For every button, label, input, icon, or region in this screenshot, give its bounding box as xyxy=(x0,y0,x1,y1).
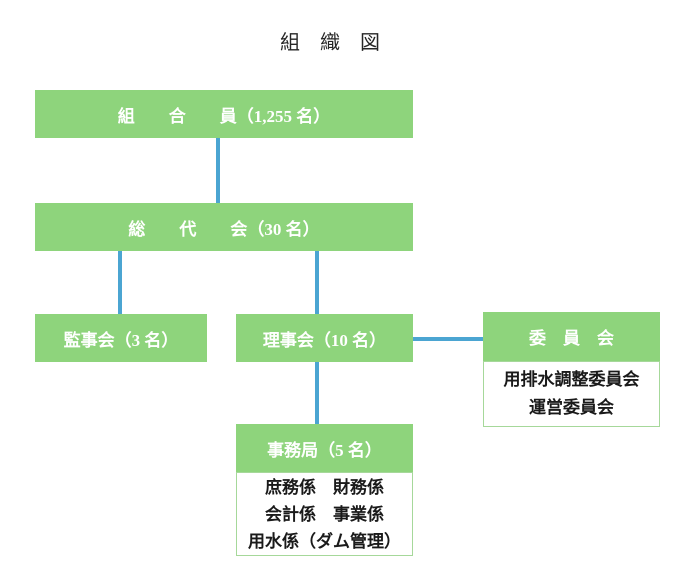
connector-directors-to-secretariat xyxy=(315,362,319,424)
secretariat-item: 庶務係 財務係 xyxy=(265,477,384,497)
node-board-of-directors-label: 理事会（10 名） xyxy=(262,330,387,350)
secretariat-item: 会計係 事業係 xyxy=(265,504,384,524)
node-auditors: 監事会（3 名） xyxy=(35,314,207,362)
committee-item: 運営委員会 xyxy=(529,398,614,417)
node-representatives-assembly: 総 代 会（30 名） xyxy=(35,203,413,251)
node-board-of-directors: 理事会（10 名） xyxy=(236,314,413,362)
page-title: 組 織 図 xyxy=(280,32,380,54)
node-auditors-label: 監事会（3 名） xyxy=(63,330,179,350)
committee-detail-box: 用排水調整委員会 運営委員会 xyxy=(483,361,660,427)
secretariat-item: 用水係（ダム管理） xyxy=(248,531,401,551)
node-secretariat-label: 事務局（5 名） xyxy=(267,440,382,460)
connector-representatives-to-auditors xyxy=(118,251,122,314)
secretariat-detail-box: 庶務係 財務係 会計係 事業係 用水係（ダム管理） xyxy=(236,472,413,556)
committee-item: 用排水調整委員会 xyxy=(503,370,640,389)
node-union-members-label: 組 合 員（1,255 名） xyxy=(117,106,331,126)
node-representatives-assembly-label: 総 代 会（30 名） xyxy=(128,219,320,239)
node-committee-label: 委 員 会 xyxy=(529,329,614,348)
node-secretariat: 事務局（5 名） xyxy=(236,424,413,472)
node-committee: 委 員 会 xyxy=(483,312,660,361)
connector-directors-to-committee xyxy=(413,337,483,341)
connector-members-to-representatives xyxy=(216,138,220,203)
connector-representatives-to-directors xyxy=(315,251,319,314)
node-union-members: 組 合 員（1,255 名） xyxy=(35,90,413,138)
